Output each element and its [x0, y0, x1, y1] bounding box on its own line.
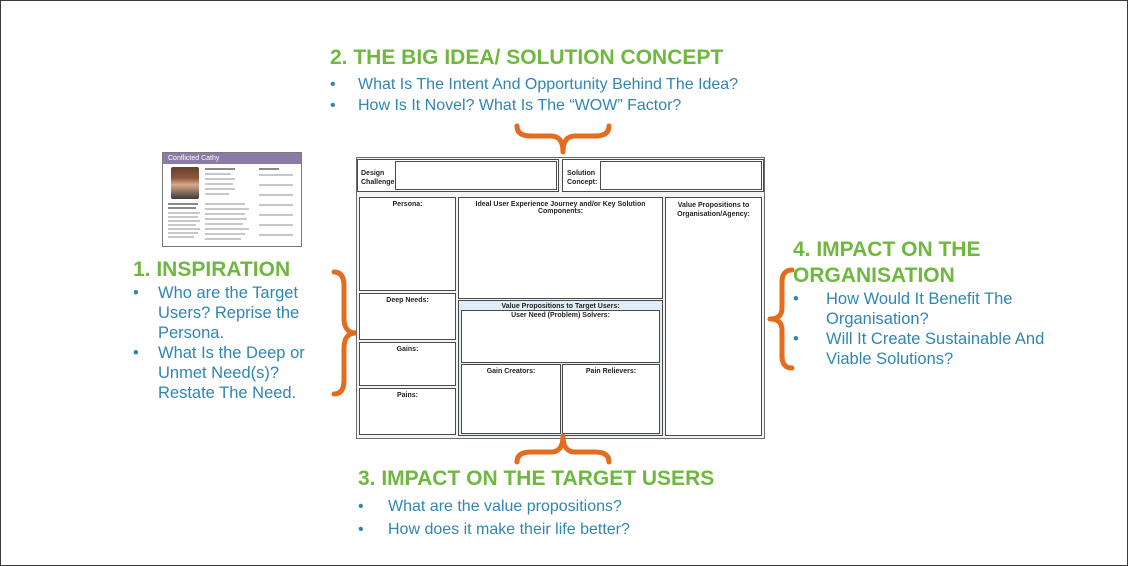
persona-text-line — [205, 228, 249, 230]
bullet-item: • What are the value propositions? — [358, 495, 714, 518]
value-props-org-box: Value Propositions to Organisation/Agenc… — [665, 197, 762, 436]
persona-card-title: Conflicted Cathy — [163, 153, 301, 164]
gains-box: Gains: — [359, 342, 456, 386]
persona-text-line — [168, 220, 200, 222]
inspiration-section: 1. INSPIRATION • Who are the Target Users… — [133, 258, 333, 403]
pain-relievers-label: Pain Relievers: — [585, 368, 637, 375]
persona-box: Persona: — [359, 197, 456, 291]
persona-text-line — [205, 208, 249, 210]
bullet-item: • What Is The Intent And Opportunity Behi… — [330, 74, 738, 95]
impact-org-bullets: •How Would It Benefit The Organisation? … — [793, 289, 1093, 369]
persona-slider-line — [259, 214, 293, 216]
bullet-text: How does it make their life better? — [388, 521, 630, 538]
bottom-brace-icon — [514, 433, 612, 465]
persona-text-line — [168, 212, 200, 214]
impact-users-heading: 3. IMPACT ON THE TARGET USERS — [358, 467, 715, 490]
persona-slider-line — [259, 204, 293, 206]
bullet-item: • How Would It Benefit The Organisation? — [793, 289, 1093, 329]
persona-text-line — [168, 236, 194, 238]
impact-org-heading: 4. IMPACT ON THE ORGANISATION — [793, 238, 981, 287]
impact-users-bullets: • What are the value propositions? • How d… — [358, 495, 714, 541]
bullet-item: • Will It Create Sustainable And Viable S… — [793, 329, 1093, 369]
gains-label: Gains: — [396, 346, 419, 353]
persona-text-line — [168, 216, 198, 218]
persona-text-line — [205, 193, 229, 195]
gain-creators-label: Gain Creators: — [486, 368, 536, 375]
bullet-dot: • — [358, 498, 364, 515]
pains-box: Pains: — [359, 388, 456, 435]
bullet-dot: • — [358, 521, 364, 538]
persona-label: Persona: — [392, 201, 423, 208]
persona-slider-line — [259, 234, 293, 236]
need-solvers-box: User Need (Problem) Solvers: — [461, 310, 660, 363]
bullet-text: How Would It Benefit The Organisation? — [826, 290, 1013, 328]
impact-org-section: 4. IMPACT ON THE ORGANISATION • How Would… — [793, 237, 1093, 369]
bullet-text: What are the value propositions? — [388, 498, 622, 515]
need-solvers-label: User Need (Problem) Solvers: — [511, 312, 610, 319]
journey-label: Ideal User Experience Journey and/or Key… — [475, 201, 646, 215]
persona-text-line — [205, 173, 231, 175]
persona-text-line — [205, 233, 245, 235]
persona-slider-line — [259, 174, 293, 176]
value-props-org-label: Value Propositions to Organisation/Agenc… — [677, 202, 750, 218]
bullet-item: • Who are the Target Users? Reprise the P… — [133, 283, 333, 343]
bullet-dot: • — [133, 344, 139, 362]
solution-concept-field — [600, 161, 762, 190]
persona-text-line — [205, 183, 233, 185]
gain-creators-box: Gain Creators: — [461, 364, 561, 434]
bullet-text: Will It Create Sustainable And Viable So… — [826, 330, 1045, 368]
solution-concept-label: Solution Concept: — [567, 170, 598, 186]
persona-text-line — [168, 232, 198, 234]
pain-relievers-box: Pain Relievers: — [562, 364, 660, 434]
value-props-users-label: Value Propositions to Target Users: — [501, 303, 620, 310]
persona-photo — [171, 167, 199, 199]
persona-text-line — [205, 223, 243, 225]
persona-slider-line — [259, 184, 293, 186]
persona-text-line — [205, 188, 235, 190]
inspiration-bullets: • Who are the Target Users? Reprise the P… — [133, 283, 333, 403]
bullet-text: Who are the Target Users? Reprise the Pe… — [158, 284, 300, 342]
bullet-dot: • — [330, 97, 336, 114]
pains-label: Pains: — [396, 392, 418, 399]
inspiration-heading: 1. INSPIRATION — [133, 258, 291, 281]
persona-text-line — [168, 203, 198, 205]
bullet-text: What Is the Deep or Unmet Need(s)? Resta… — [158, 344, 305, 402]
bullet-dot: • — [133, 284, 139, 302]
journey-box: Ideal User Experience Journey and/or Key… — [458, 197, 663, 299]
bullet-text: How Is It Novel? What Is The “WOW” Facto… — [358, 97, 682, 114]
persona-text-line — [205, 213, 245, 215]
big-idea-section: 2. THE BIG IDEA/ SOLUTION CONCEPT • What … — [330, 46, 738, 116]
top-brace-icon — [514, 123, 612, 155]
persona-text-line — [205, 168, 235, 170]
persona-text-line — [205, 238, 241, 240]
persona-text-line — [259, 168, 279, 170]
bullet-item: • How Is It Novel? What Is The “WOW” Fact… — [330, 95, 738, 116]
bullet-text: What Is The Intent And Opportunity Behin… — [358, 76, 739, 93]
bullet-dot: • — [793, 290, 799, 308]
right-brace-icon — [767, 267, 795, 371]
persona-text-line — [205, 218, 247, 220]
big-idea-bullets: • What Is The Intent And Opportunity Behi… — [330, 74, 738, 116]
persona-card: Conflicted Cathy — [162, 152, 302, 247]
persona-text-line — [168, 207, 196, 209]
impact-users-section: 3. IMPACT ON THE TARGET USERS • What are … — [358, 467, 714, 541]
persona-text-line — [205, 178, 235, 180]
persona-slider-line — [259, 194, 293, 196]
deep-needs-box: Deep Needs: — [359, 293, 456, 340]
design-challenge-field — [395, 161, 557, 190]
design-challenge-label: Design Challenge: — [361, 170, 397, 186]
bullet-item: • How does it make their life better? — [358, 518, 714, 541]
persona-text-line — [205, 203, 245, 205]
bullet-dot: • — [330, 76, 336, 93]
persona-slider-line — [259, 224, 293, 226]
bullet-dot: • — [793, 330, 799, 348]
persona-text-line — [168, 224, 196, 226]
persona-text-line — [168, 228, 200, 230]
bullet-item: • What Is the Deep or Unmet Need(s)? Rest… — [133, 343, 333, 403]
big-idea-heading: 2. THE BIG IDEA/ SOLUTION CONCEPT — [330, 46, 724, 69]
deep-needs-label: Deep Needs: — [386, 297, 429, 304]
